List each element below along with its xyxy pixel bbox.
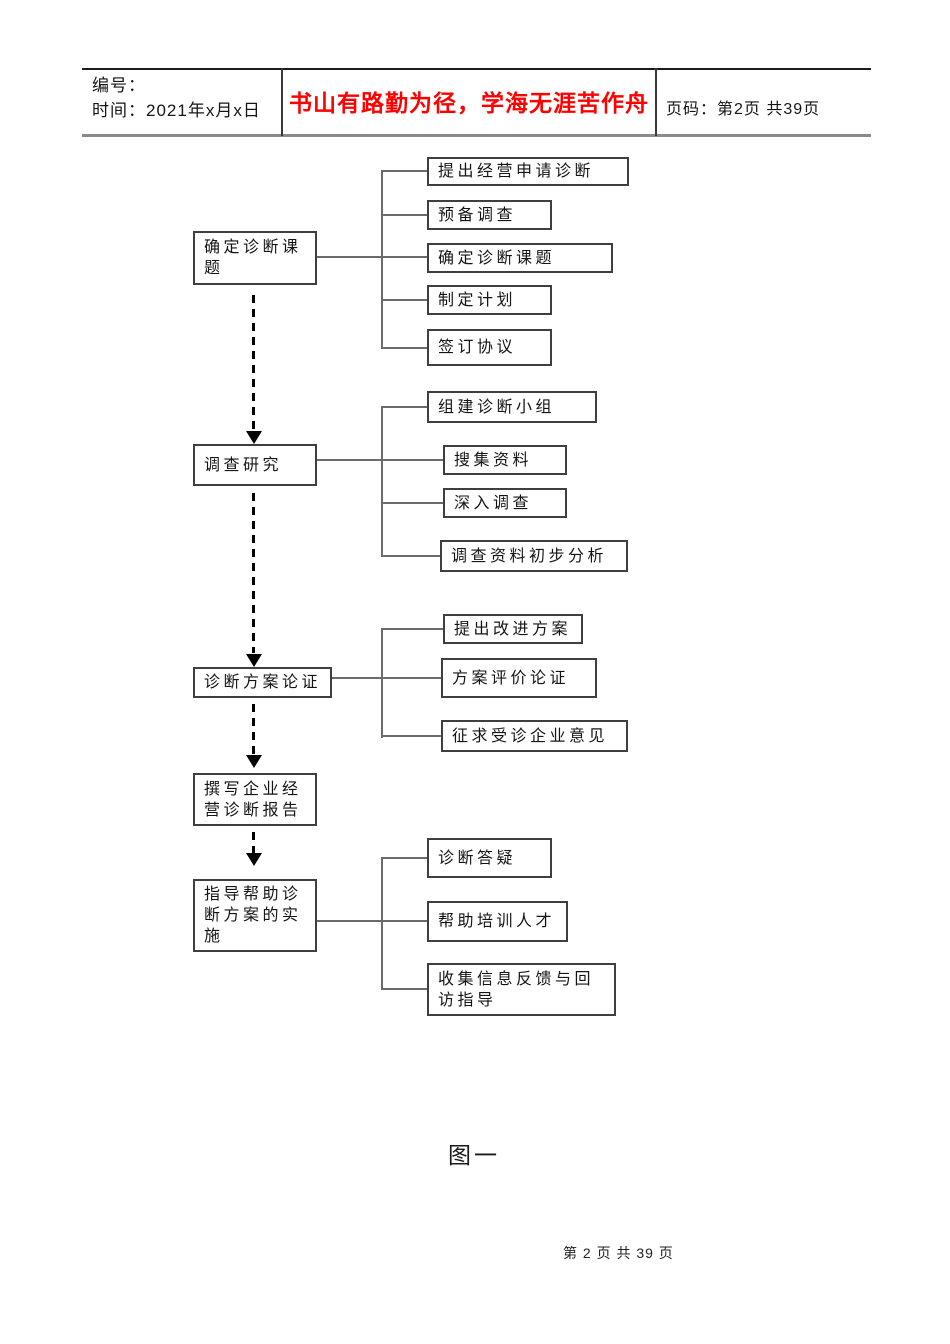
connector-spine-1 [381,171,383,349]
substep-box-feedback-return-visit: 收集信息反馈与回访指导 [427,963,616,1016]
header-top-border [82,68,871,70]
connector-stage5-line [317,920,427,922]
connector-stub [381,214,427,216]
flow-arrowhead-4 [246,853,262,866]
substep-box-apply-diagnosis: 提出经营申请诊断 [427,157,629,186]
connector-spine-2 [381,406,383,557]
stage-box-plan-demonstration: 诊断方案论证 [193,667,332,698]
stage-box-guide-implementation: 指导帮助诊断方案的实施 [193,879,317,952]
substep-box-train-talent: 帮助培训人才 [427,901,568,942]
substep-box-determine-topic: 确定诊断课题 [427,243,613,273]
footer-page-number: 第 2 页 共 39 页 [563,1245,674,1261]
stage-box-determine-topic: 确定诊断课题 [193,231,317,285]
header-divider-2 [655,68,657,136]
header-motto: 书山有路勤为径，学海无涯苦作舟 [289,90,649,116]
connector-stage1-line [317,256,427,258]
connector-stage3-line [332,677,441,679]
flow-arrowhead-2 [246,654,262,667]
stage-box-investigation: 调查研究 [193,444,317,486]
connector-stub [381,347,427,349]
flow-arrowhead-3 [246,755,262,768]
page-number-label: 页码：第2页 共39页 [666,101,821,118]
connector-stub [381,406,427,408]
flow-arrowhead-1 [246,431,262,444]
figure-caption: 图一 [448,1142,500,1168]
flow-dashed-line-3 [252,704,255,754]
substep-box-make-plan: 制定计划 [427,285,552,315]
connector-stub [381,735,441,737]
flow-dashed-line-1 [252,295,255,431]
connector-stub [381,555,440,557]
doc-number-label: 编号： [92,76,146,95]
connector-stub [381,857,427,859]
connector-stub [381,170,427,172]
header-bottom-border [82,134,871,137]
doc-time-label: 时间：2021年x月x日 [92,101,261,120]
substep-box-sign-agreement: 签订协议 [427,329,552,366]
connector-stub [381,988,427,990]
substep-box-collect-data: 搜集资料 [443,445,567,475]
connector-stage2-line [317,459,443,461]
substep-box-preliminary-survey: 预备调查 [427,200,552,230]
header-divider-1 [281,68,283,136]
connector-stub [381,299,427,301]
flow-dashed-line-2 [252,493,255,653]
substep-box-answer-questions: 诊断答疑 [427,838,552,878]
connector-spine-3 [381,628,383,738]
flow-dashed-line-4 [252,832,255,853]
substep-box-plan-evaluation: 方案评价论证 [441,658,597,698]
connector-stub [381,502,443,504]
substep-box-preliminary-analysis: 调查资料初步分析 [440,540,628,572]
substep-box-improvement-proposal: 提出改进方案 [443,614,583,644]
stage-box-write-report: 撰写企业经营诊断报告 [193,773,317,826]
connector-stub [381,628,443,630]
substep-box-deep-survey: 深入调查 [443,488,567,518]
substep-box-form-team: 组建诊断小组 [427,391,597,423]
substep-box-seek-opinions: 征求受诊企业意见 [441,720,628,752]
connector-spine-5 [381,857,383,990]
